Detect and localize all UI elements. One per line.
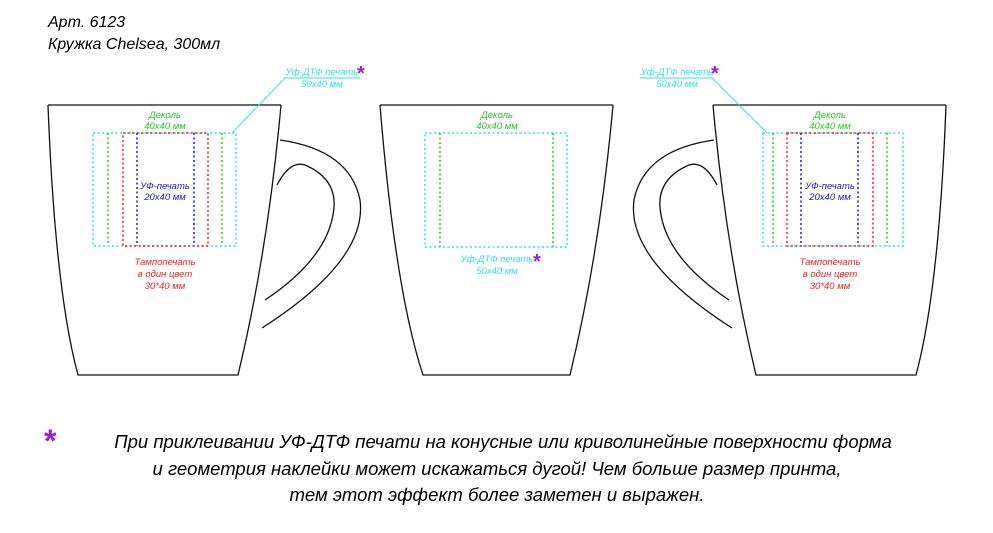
mug-right-view: Деколь 40x40 мм УФ-печать 20x40 мм Тампо… xyxy=(632,63,947,376)
product-name: Кружка Chelsea, 300мл xyxy=(48,36,220,53)
uvdtf-size: 50x40 мм xyxy=(476,266,518,277)
asterisk-icon: * xyxy=(533,251,541,273)
article-number: Арт. 6123 xyxy=(47,14,125,31)
decal-size: 40x40 мм xyxy=(144,121,186,132)
uvdtf-area xyxy=(424,132,568,248)
uv-size: 20x40 мм xyxy=(143,192,186,203)
uvdtf-label: Уф-ДТФ печать xyxy=(285,67,359,78)
footnote-line-3: тем этот эффект более заметен и выражен. xyxy=(290,484,705,505)
uv-label: УФ-печать xyxy=(139,181,190,192)
decal-size: 40x40 мм xyxy=(476,121,518,132)
uvdtf-size: 50x40 мм xyxy=(656,79,698,90)
decal-label: Деколь xyxy=(813,110,846,121)
uv-label: УФ-печать xyxy=(804,181,855,192)
pad-size: 30*40 мм xyxy=(145,281,186,292)
mug-body-outline xyxy=(379,104,614,376)
uvdtf-size: 50x40 мм xyxy=(301,79,343,90)
pad-label: Тампопечать xyxy=(135,257,196,268)
asterisk-icon: * xyxy=(711,63,719,85)
decal-label: Деколь xyxy=(480,110,513,121)
mug-body-outline xyxy=(712,104,947,376)
mug-handle xyxy=(261,139,362,329)
uvdtf-callout-line xyxy=(640,77,768,134)
mug-body-outline xyxy=(47,104,282,376)
mug-front-view: Деколь 40x40 мм Уф-ДТФ печать 50x40 мм * xyxy=(379,104,614,376)
decal-label: Деколь xyxy=(148,110,181,121)
footnote-line-2: и геометрия наклейки может искажаться ду… xyxy=(153,458,842,479)
uv-size: 20x40 мм xyxy=(808,192,851,203)
asterisk-icon: * xyxy=(357,63,365,85)
uvdtf-callout-line xyxy=(231,77,360,134)
pad-label: Тампопечать xyxy=(800,257,861,268)
uvdtf-label: Уф-ДТФ печать xyxy=(460,254,534,265)
decal-size: 40x40 мм xyxy=(809,121,851,132)
mug-left-view: Деколь 40x40 мм УФ-печать 20x40 мм Тампо… xyxy=(47,63,365,376)
uvdtf-label: Уф-ДТФ печать xyxy=(640,67,714,78)
pad-colors: в один цвет xyxy=(138,269,193,280)
pad-print-area xyxy=(122,132,209,247)
mug-handle xyxy=(632,139,733,329)
pad-size: 30*40 мм xyxy=(810,281,851,292)
pad-colors: в один цвет xyxy=(803,269,858,280)
footnote-asterisk-icon: * xyxy=(44,423,57,459)
footnote-line-1: При приклеивании УФ-ДТФ печати на конусн… xyxy=(114,431,892,452)
uvdtf-area xyxy=(92,132,237,247)
